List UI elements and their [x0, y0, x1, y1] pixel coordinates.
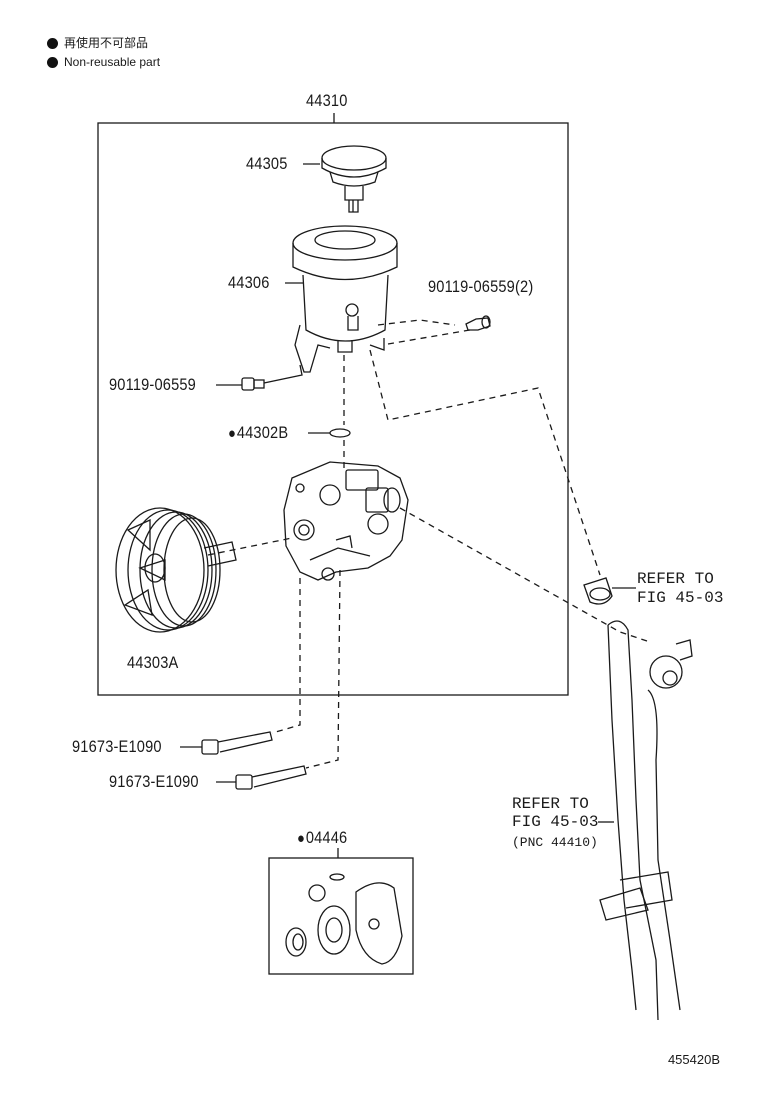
legend-text-jp: 再使用不可部品	[64, 36, 149, 50]
assembly-frame	[97, 122, 569, 696]
part-number-44303a[interactable]: 44303A	[127, 653, 179, 672]
kit-parts	[285, 873, 403, 965]
kit-frame	[268, 857, 414, 975]
reservoir	[292, 225, 398, 373]
legend-text-en: Non-reusable part	[64, 55, 161, 69]
legend-item-jp: 再使用不可部品	[47, 36, 148, 50]
refer-to-label-2[interactable]: REFER TO	[512, 795, 589, 813]
bullet-icon	[47, 56, 58, 68]
fig-reference-1[interactable]: FIG 45-03	[637, 589, 724, 607]
pulley	[115, 507, 237, 633]
reservoir-cap	[321, 145, 387, 213]
pressure-hose	[599, 620, 693, 1021]
part-number-44310[interactable]: 44310	[306, 91, 348, 110]
part-number-44306[interactable]: 44306	[228, 273, 270, 292]
part-number-44302b[interactable]: 44302B	[228, 423, 288, 443]
fig-reference-2[interactable]: FIG 45-03	[512, 813, 599, 831]
illustration-code: 455420B	[667, 1052, 720, 1067]
part-number-bolt-b[interactable]: 91673-E1090	[109, 772, 199, 791]
legend-item-en: Non-reusable part	[47, 55, 160, 69]
part-number-bolt-right[interactable]: 90119-06559(2)	[428, 277, 534, 296]
part-number-04446[interactable]: 04446	[297, 828, 347, 848]
hose-clamp	[583, 577, 613, 605]
pnc-reference: (PNC 44410)	[512, 835, 598, 850]
part-number-44305[interactable]: 44305	[246, 154, 288, 173]
long-bolt-a-icon	[201, 731, 273, 755]
part-number-bolt-left[interactable]: 90119-06559	[109, 375, 196, 394]
bolt-right-icon	[465, 315, 491, 331]
part-number-bolt-a[interactable]: 91673-E1090	[72, 737, 162, 756]
o-ring	[329, 428, 351, 438]
refer-to-label-1[interactable]: REFER TO	[637, 570, 714, 588]
long-bolt-b-icon	[235, 765, 307, 790]
bolt-left-icon	[241, 377, 265, 391]
bullet-icon	[47, 37, 58, 49]
pump-body	[283, 461, 409, 581]
